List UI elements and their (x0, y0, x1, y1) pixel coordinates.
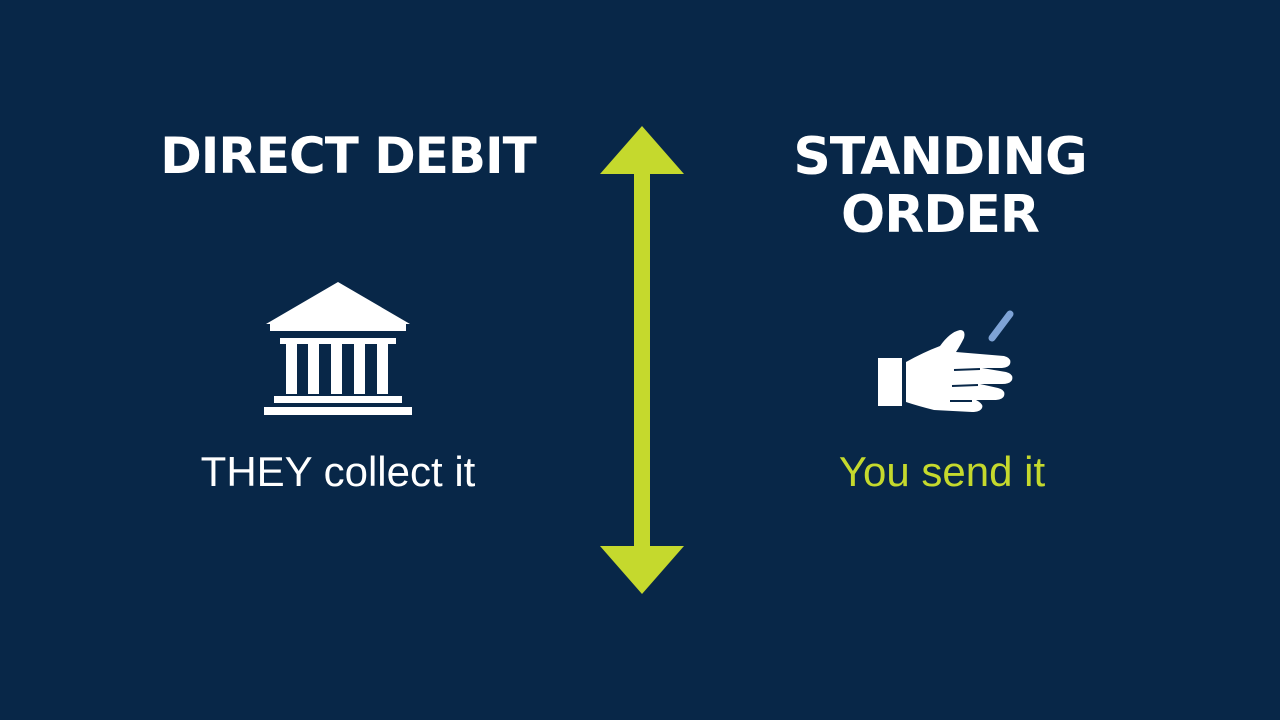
bank-building-icon (264, 282, 412, 415)
direct-debit-title-text: DIRECT DEBIT (160, 127, 536, 185)
direct-debit-caption: THEY collect it (200, 448, 476, 495)
hand-pen-icon (878, 310, 1014, 412)
standing-order-title: STANDING ORDER (740, 127, 1140, 246)
standing-order-title-line1: STANDING (793, 127, 1087, 187)
double-headed-arrow-icon (600, 126, 684, 594)
standing-order-title-line2: ORDER (841, 185, 1040, 246)
standing-order-caption: You send it (838, 448, 1046, 495)
direct-debit-title: DIRECT DEBIT (140, 128, 556, 184)
